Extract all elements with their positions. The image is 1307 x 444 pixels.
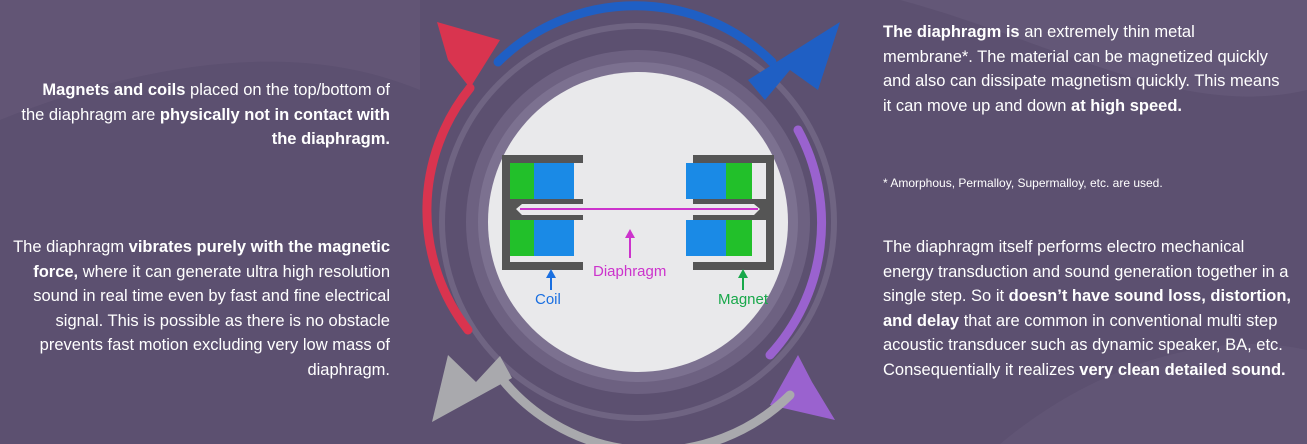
left-top-paragraph: Magnets and coils placed on the top/bott… <box>20 78 390 152</box>
bold-text-run: physically not in contact with the diaph… <box>159 105 390 149</box>
text-run: where it can generate ultra high resolut… <box>33 262 390 379</box>
bold-text-run: at high speed. <box>1071 96 1182 115</box>
bold-text-run: Magnets and coils <box>42 81 186 99</box>
bold-text-run: vibrates purely with the magnetic force, <box>33 238 390 281</box>
magnet-label: Magnet <box>718 291 769 308</box>
diaphragm-label: Diaphragm <box>593 263 667 280</box>
text-run: placed on the top/bottom of the diaphrag… <box>21 81 390 124</box>
bold-text-run: very clean detailed sound. <box>1079 360 1286 379</box>
bold-text-run: doesn’t have sound loss, distortion, and… <box>883 287 1292 330</box>
right-top-paragraph: The diaphragm is an extremely thin metal… <box>883 20 1283 118</box>
left-bottom-paragraph: The diaphragm vibrates purely with the m… <box>10 235 390 382</box>
bold-text-run: The diaphragm is <box>883 23 1020 41</box>
text-run: an extremely thin metal membrane*. The m… <box>883 23 1280 115</box>
text-run: The diaphragm <box>13 238 129 256</box>
right-bottom-paragraph: The diaphragm itself performs electro me… <box>883 235 1293 382</box>
text-run: that are common in conventional multi st… <box>883 311 1283 379</box>
material-footnote: * Amorphous, Permalloy, Supermalloy, etc… <box>883 176 1163 190</box>
coil-label: Coil <box>535 291 561 308</box>
text-run: The diaphragm itself performs electro me… <box>883 238 1289 305</box>
